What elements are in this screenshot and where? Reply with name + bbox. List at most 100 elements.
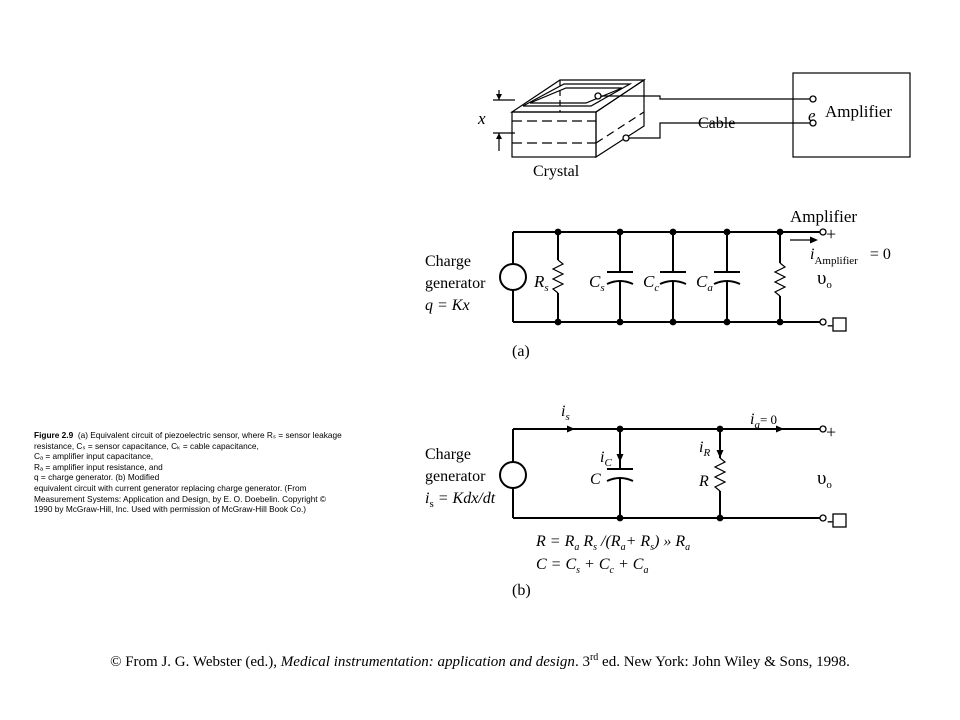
eq1-sub: a: [685, 542, 690, 553]
amplifier-label-a: Amplifier: [790, 207, 857, 226]
r-resistor: [713, 457, 727, 492]
eq1-sub: a: [621, 542, 626, 553]
cs-sub: s: [600, 282, 604, 294]
source-citation: © From J. G. Webster (ed.), Medical inst…: [0, 652, 960, 671]
rs-label: Rs: [533, 272, 549, 294]
vo-label-b: υo: [817, 468, 832, 491]
caption-figure-number: Figure 2.9: [34, 430, 74, 440]
citation-edition: . 3: [574, 654, 590, 670]
junction-dot: [554, 228, 562, 236]
vo-sub-a: o: [826, 279, 832, 291]
caption-line: q = charge generator. (b) Modified: [34, 472, 160, 483]
eq2-part: C = C: [536, 556, 576, 573]
rs-sub: s: [544, 282, 548, 294]
eq1-part: ) » R: [653, 533, 685, 550]
equation-c: C = Cs + Cc + Ca: [536, 556, 648, 576]
cc-main: C: [643, 272, 655, 291]
ir-label: iR: [699, 439, 710, 459]
junction-dot: [669, 318, 677, 326]
output-terminal-minus: [819, 514, 827, 522]
part-label-b: (b): [512, 582, 531, 599]
generator-label-line1: Charge: [425, 253, 471, 270]
current-generator-symbol: [499, 461, 527, 489]
cable-wire-top: [601, 95, 810, 100]
eq1-part: R: [579, 533, 593, 550]
ia-sub: a: [754, 419, 760, 431]
ca-main: C: [696, 272, 708, 291]
ic-sub: C: [604, 457, 612, 469]
generator-equation: q = Kx: [425, 297, 470, 314]
circuit-b: [499, 425, 847, 528]
circuit-a: [499, 228, 847, 332]
voltage-e-label: e: [808, 106, 816, 125]
crystal-front-face: [511, 111, 597, 158]
vo-main-a: υ: [817, 268, 826, 289]
amplifier-label: Amplifier: [825, 102, 892, 121]
ca-sub: a: [707, 282, 713, 294]
is-sub: s: [565, 411, 569, 423]
ia-eq: = 0: [760, 412, 777, 427]
charge-generator-symbol: [499, 263, 527, 291]
ic-main: i: [600, 449, 604, 466]
eq2-sub: s: [576, 565, 580, 576]
generator-label-line2: generator: [425, 275, 486, 292]
ia-main: i: [750, 411, 754, 428]
minus-box: [832, 513, 847, 528]
ic-label: iC: [600, 449, 612, 469]
ir-main: i: [699, 439, 703, 456]
caption-line: resistance, Cₛ = sensor capacitance, Cₖ …: [34, 440, 259, 451]
cs-main: C: [589, 272, 601, 291]
eq2-part: + C: [580, 556, 610, 573]
eq1-part: + R: [626, 533, 651, 550]
ir-arrowhead: [716, 450, 724, 458]
citation-prefix: © From J. G. Webster (ed.),: [110, 654, 281, 670]
generator-label-b-line2: generator: [425, 468, 486, 485]
rs-main: R: [533, 272, 545, 291]
eq2-sub: a: [643, 565, 648, 576]
crystal-terminal-bottom: [622, 134, 630, 142]
junction-dot: [669, 228, 677, 236]
dimension-arrowhead: [496, 133, 502, 139]
junction-dot: [776, 318, 784, 326]
ra-resistor: [773, 262, 787, 297]
current-sub: Amplifier: [814, 255, 858, 267]
amp-terminal-bottom: [809, 119, 817, 127]
thickness-label: x: [477, 109, 486, 128]
generator-label-b-line1: Charge: [425, 446, 471, 463]
output-terminal-plus: [819, 425, 827, 433]
minus-label-a: -: [827, 314, 833, 334]
c-label: C: [590, 471, 601, 488]
ca-label: Ca: [696, 272, 713, 294]
amp-terminal-top: [809, 95, 817, 103]
output-terminal-plus: [819, 228, 827, 236]
current-main: i: [810, 246, 814, 263]
caption-line: 1990 by McGraw-Hill, Inc. Used with perm…: [34, 504, 307, 515]
gen-eq-rest: = Kdx/dt: [434, 490, 496, 507]
vo-label-a: υo: [817, 268, 832, 291]
ic-arrowhead: [616, 454, 624, 462]
vo-main-b: υ: [817, 468, 826, 489]
citation-suffix: ed. New York: John Wiley & Sons, 1998.: [598, 654, 850, 670]
caption-line: Cₐ = amplifier input capacitance,: [34, 451, 154, 462]
crystal-label: Crystal: [533, 163, 580, 180]
junction-dot: [776, 228, 784, 236]
vo-sub-b: o: [826, 479, 832, 491]
plus-label-b: +: [826, 422, 836, 442]
gen-eq-main: i: [425, 490, 429, 507]
junction-dot: [616, 318, 624, 326]
part-label-a: (a): [512, 343, 530, 360]
cs-label: Cs: [589, 272, 605, 294]
junction-dot: [616, 514, 624, 522]
figure-caption: Figure 2.9 (a) Equivalent circuit of pie…: [34, 430, 374, 515]
cc-label: Cc: [643, 272, 659, 294]
citation-book-title: Medical instrumentation: application and…: [280, 654, 575, 670]
minus-label-b: -: [827, 510, 833, 530]
junction-dot: [723, 318, 731, 326]
eq2-part: + C: [614, 556, 644, 573]
dimension-arrowhead: [496, 94, 502, 100]
caption-text: (a) Equivalent circuit of piezoelectric …: [77, 430, 342, 440]
cable-wire-bottom: [629, 122, 810, 139]
is-arrowhead: [567, 425, 575, 433]
amplifier-current-label: iAmplifier= 0: [810, 246, 891, 267]
